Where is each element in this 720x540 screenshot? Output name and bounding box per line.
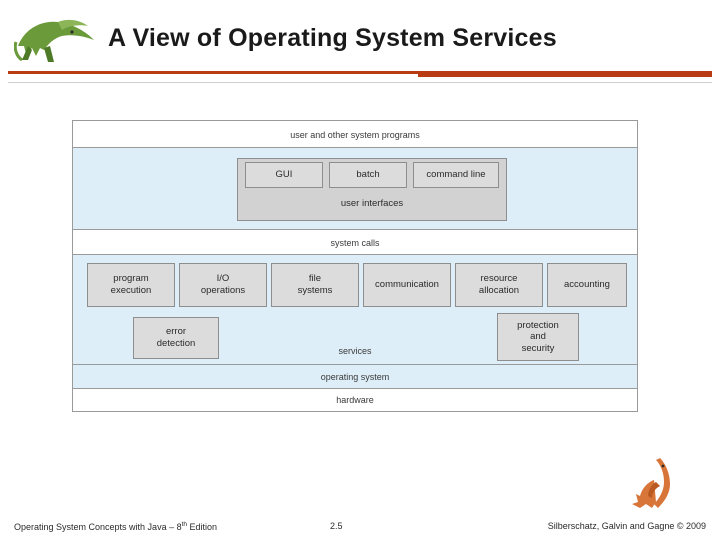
service-box-program-execution-line1: program bbox=[113, 273, 149, 285]
footer-page-number: 2.5 bbox=[330, 521, 343, 531]
layer-system-calls-label: system calls bbox=[330, 238, 380, 248]
service-box-protection-and-security-line2: and bbox=[530, 331, 546, 343]
layer-services-label: services bbox=[338, 346, 372, 356]
service-box-error-detection-line2: detection bbox=[156, 338, 196, 349]
interface-box-command-line: command line bbox=[413, 162, 499, 188]
header-rule-thin bbox=[8, 82, 712, 83]
user-interfaces-label: user interfaces bbox=[340, 198, 404, 210]
layer-operating-system: operating system bbox=[73, 365, 637, 389]
service-box-communication-line1: communication bbox=[375, 279, 439, 291]
service-box-file-systems-line1: file bbox=[308, 273, 322, 285]
page-title: A View of Operating System Services bbox=[108, 24, 557, 52]
user-interfaces-label-box: user interfaces bbox=[245, 192, 499, 216]
service-box-protection-and-security-line1: protection bbox=[517, 319, 559, 331]
service-box-resource-allocation-line2: allocation bbox=[478, 285, 520, 296]
footer-left-text-tail: Edition bbox=[187, 522, 218, 532]
dinosaur-logo-bottom bbox=[632, 458, 670, 508]
layer-operating-system-label: operating system bbox=[320, 372, 390, 382]
layer-user-programs: user and other system programs bbox=[73, 121, 637, 148]
footer-left: Operating System Concepts with Java – 8t… bbox=[14, 521, 217, 532]
service-box-resource-allocation-line1: resource bbox=[480, 273, 518, 285]
interface-box-batch-label: batch bbox=[356, 169, 380, 181]
service-box-io-operations-line2: operations bbox=[200, 285, 246, 296]
footer-copyright: Silberschatz, Galvin and Gagne © 2009 bbox=[547, 521, 706, 531]
dinosaur-logo-top bbox=[14, 19, 94, 62]
header-rule-secondary bbox=[418, 74, 712, 77]
service-box-error-detection-line1: error bbox=[165, 326, 187, 338]
layer-hardware-label: hardware bbox=[336, 395, 374, 405]
service-box-program-execution-line2: execution bbox=[110, 285, 152, 296]
layer-user-programs-label: user and other system programs bbox=[290, 130, 420, 140]
layer-system-calls: system calls bbox=[73, 230, 637, 255]
interface-box-gui-label: GUI bbox=[275, 169, 293, 181]
service-box-accounting: accounting bbox=[547, 263, 627, 307]
service-box-file-systems-line2: systems bbox=[297, 285, 333, 296]
interface-box-gui: GUI bbox=[245, 162, 323, 188]
service-box-io-operations-line1: I/O bbox=[216, 273, 230, 285]
interface-box-batch: batch bbox=[329, 162, 407, 188]
footer-left-text: Operating System Concepts with Java – 8 bbox=[14, 522, 182, 532]
footer-left-sup: th bbox=[181, 521, 188, 528]
service-box-accounting-line1: accounting bbox=[564, 279, 610, 291]
service-box-communication: communication bbox=[363, 263, 451, 307]
os-services-diagram: user and other system programs GUI batch… bbox=[72, 120, 638, 412]
layer-hardware: hardware bbox=[73, 389, 637, 411]
header-rule-primary bbox=[8, 71, 712, 74]
interface-box-command-line-label: command line bbox=[426, 169, 486, 181]
service-box-protection-and-security-line3: security bbox=[521, 342, 555, 354]
